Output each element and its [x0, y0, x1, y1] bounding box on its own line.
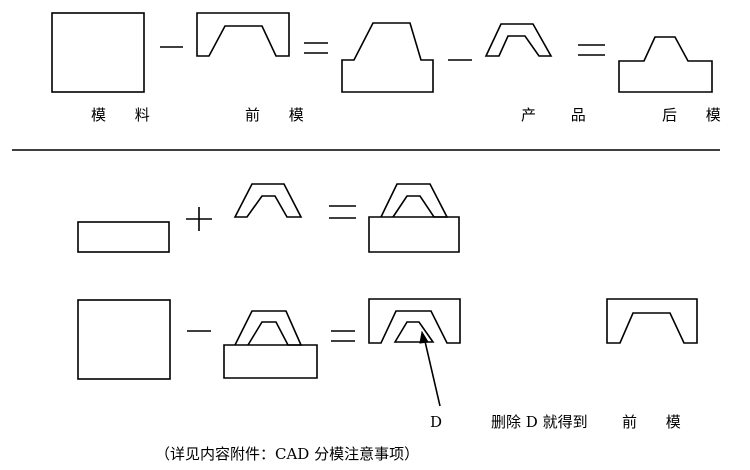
- label-front-mold-result: 前 模: [622, 413, 693, 431]
- mold-with-cavity: [368, 298, 461, 344]
- footnote: （详见内容附件：CAD 分模注意事项）: [155, 445, 420, 463]
- product-shape: [233, 183, 303, 218]
- label-front-mold: 前 模: [245, 106, 316, 124]
- stock-with-product-base: [368, 216, 460, 253]
- product-shape: [234, 310, 303, 346]
- stock-block-flat: [77, 221, 170, 253]
- label-d-marker: D: [430, 413, 443, 431]
- back-mold-shape: [618, 36, 713, 93]
- extra-piece-d: [393, 321, 435, 343]
- stock-block-top: [51, 12, 145, 93]
- product-shape: [380, 183, 449, 218]
- arrow-head: [419, 330, 429, 344]
- pointer-arrow: [423, 336, 441, 407]
- label-stock: 模 料: [91, 106, 162, 124]
- mold-assembly-shape: [341, 22, 434, 93]
- front-mold-shape-top: [196, 12, 290, 57]
- front-mold-shape-result: [606, 298, 698, 344]
- product-shape: [484, 23, 553, 57]
- label-product: 产 品: [521, 106, 601, 124]
- label-delete-note: 删除 D 就得到: [491, 413, 588, 431]
- stock-with-product-base: [223, 344, 318, 379]
- label-back-mold: 后 模: [662, 106, 733, 124]
- stock-block: [77, 299, 171, 380]
